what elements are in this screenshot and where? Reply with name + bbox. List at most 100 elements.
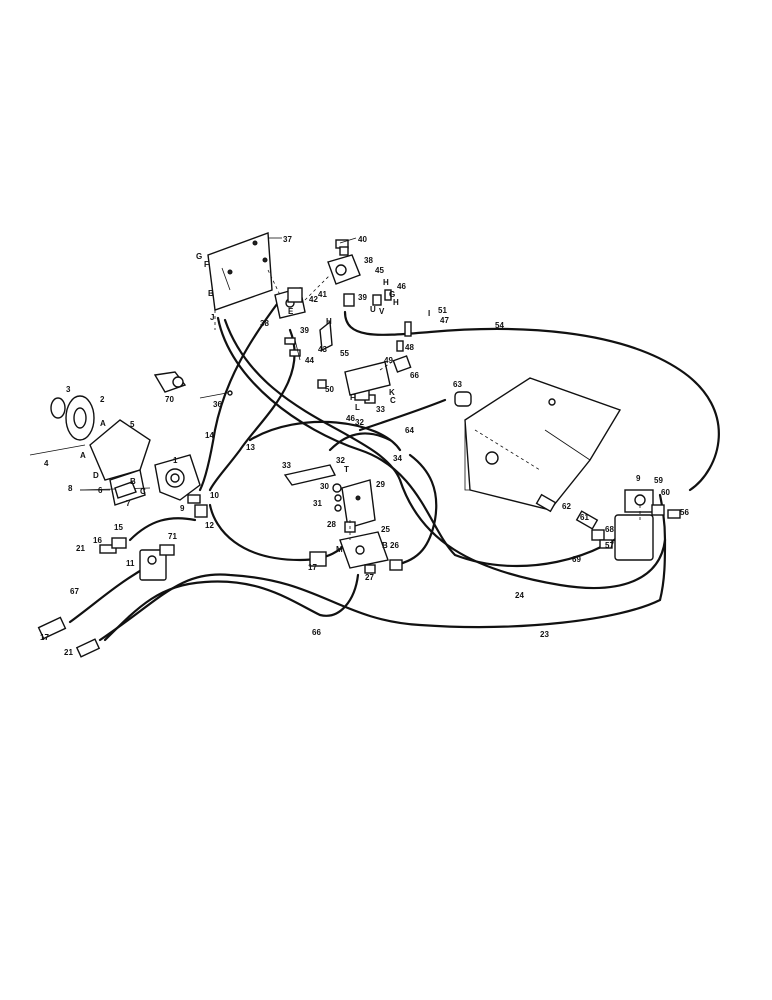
- callout-5: 5: [130, 420, 135, 429]
- callout-48: 48: [405, 343, 414, 352]
- callout-63: 63: [453, 380, 462, 389]
- letter-B-valve25: B: [382, 541, 388, 550]
- callout-55: 55: [340, 349, 349, 358]
- valve-11: [139, 549, 167, 581]
- callout-21-lower: 21: [64, 648, 73, 657]
- callout-68: 68: [605, 525, 614, 534]
- callout-39-upper: 39: [358, 293, 367, 302]
- callout-39-lower: 39: [300, 326, 309, 335]
- callout-29: 29: [376, 480, 385, 489]
- callout-16: 16: [93, 536, 102, 545]
- hose-12: [208, 503, 352, 562]
- callout-46-lower: 46: [346, 414, 355, 423]
- callout-26: 26: [390, 541, 399, 550]
- callout-32-upper: 32: [336, 456, 345, 465]
- callout-10: 10: [210, 491, 219, 500]
- hose-23: [98, 538, 667, 642]
- callout-32-lower: 32: [355, 418, 364, 427]
- callout-28: 28: [327, 520, 336, 529]
- bracket-33: [283, 464, 337, 486]
- callout-44: 44: [305, 356, 314, 365]
- letter-I-connector: I: [428, 309, 430, 318]
- hose-14: [198, 298, 282, 492]
- letter-B-plate: B: [208, 289, 214, 298]
- callout-66-lower: 66: [312, 628, 321, 637]
- callout-46-upper: 46: [397, 282, 406, 291]
- leader-lines: [214, 237, 641, 540]
- hose-filter-right: [658, 493, 667, 542]
- callout-71: 71: [168, 532, 177, 541]
- letter-A-upper: A: [100, 419, 106, 428]
- callout-17-left: 17: [40, 633, 49, 642]
- letter-H-valve: H: [393, 298, 399, 307]
- callout-33-left: 33: [282, 461, 291, 470]
- callout-25: 25: [381, 525, 390, 534]
- hose-64: [358, 398, 447, 432]
- letter-T: T: [344, 465, 349, 474]
- letter-B-pump: B: [130, 477, 136, 486]
- callout-59: 59: [654, 476, 663, 485]
- callout-45: 45: [375, 266, 384, 275]
- valve-25: [339, 531, 389, 569]
- letter-M: M: [336, 545, 343, 554]
- hydraulic-tank: [464, 377, 622, 511]
- letter-E-valve: E: [288, 307, 294, 316]
- callout-33-right: 33: [376, 405, 385, 414]
- hose-54: [343, 310, 720, 492]
- callout-41: 41: [318, 290, 327, 299]
- hose-66: [103, 573, 360, 642]
- letter-C-pump: C: [140, 487, 146, 496]
- callout-34: 34: [393, 454, 402, 463]
- letter-K: K: [389, 388, 395, 397]
- callout-36: 36: [213, 400, 222, 409]
- letter-labels: G F B J E H U V G H H A A D B C K C F L …: [80, 252, 430, 554]
- callout-9: 9: [180, 504, 185, 513]
- callout-7: 7: [126, 499, 131, 508]
- hose-24: [223, 318, 667, 590]
- letter-G-plate: G: [196, 252, 202, 261]
- valve-38-upper: [327, 239, 361, 285]
- letter-H-upper: H: [383, 278, 389, 287]
- callout-40: 40: [358, 235, 367, 244]
- callout-42: 42: [309, 295, 318, 304]
- letter-C-valve: C: [390, 396, 396, 405]
- hose-13: [208, 328, 296, 492]
- callout-12: 12: [205, 521, 214, 530]
- filter-57: [614, 489, 654, 561]
- callout-66-upper: 66: [410, 371, 419, 380]
- callout-38-left: 38: [260, 319, 269, 328]
- mounting-plate-37: [207, 232, 273, 311]
- callout-31: 31: [313, 499, 322, 508]
- callout-49: 49: [384, 356, 393, 365]
- callout-15: 15: [114, 523, 123, 532]
- callout-64: 64: [405, 426, 414, 435]
- bracket-29: [341, 479, 376, 529]
- callout-21-upper: 21: [76, 544, 85, 553]
- callout-6: 6: [98, 486, 103, 495]
- callout-11: 11: [126, 559, 135, 568]
- hose-valve-link: [128, 517, 197, 542]
- callout-30: 30: [320, 482, 329, 491]
- callout-8: 8: [68, 484, 73, 493]
- callout-4: 4: [44, 459, 49, 468]
- callout-9-filter: 9: [636, 474, 641, 483]
- callout-27: 27: [365, 573, 374, 582]
- letter-J-plate: J: [210, 313, 214, 322]
- hose-26: [393, 453, 438, 567]
- callout-37: 37: [283, 235, 292, 244]
- callout-61: 61: [580, 513, 589, 522]
- callout-69: 69: [572, 555, 581, 564]
- callout-60: 60: [661, 488, 670, 497]
- callout-14: 14: [205, 431, 214, 440]
- letter-F-plate: F: [204, 260, 209, 269]
- callout-43: 43: [318, 345, 327, 354]
- callout-23: 23: [540, 630, 549, 639]
- callout-13: 13: [246, 443, 255, 452]
- callout-2: 2: [100, 395, 105, 404]
- letter-D: D: [93, 471, 99, 480]
- callout-labels: 1 2 3 4 5 6 7 8 9 10 11 12 13 14 15 16 1…: [40, 235, 689, 657]
- callout-62: 62: [562, 502, 571, 511]
- callout-50: 50: [325, 385, 334, 394]
- letter-A-lower: A: [80, 451, 86, 460]
